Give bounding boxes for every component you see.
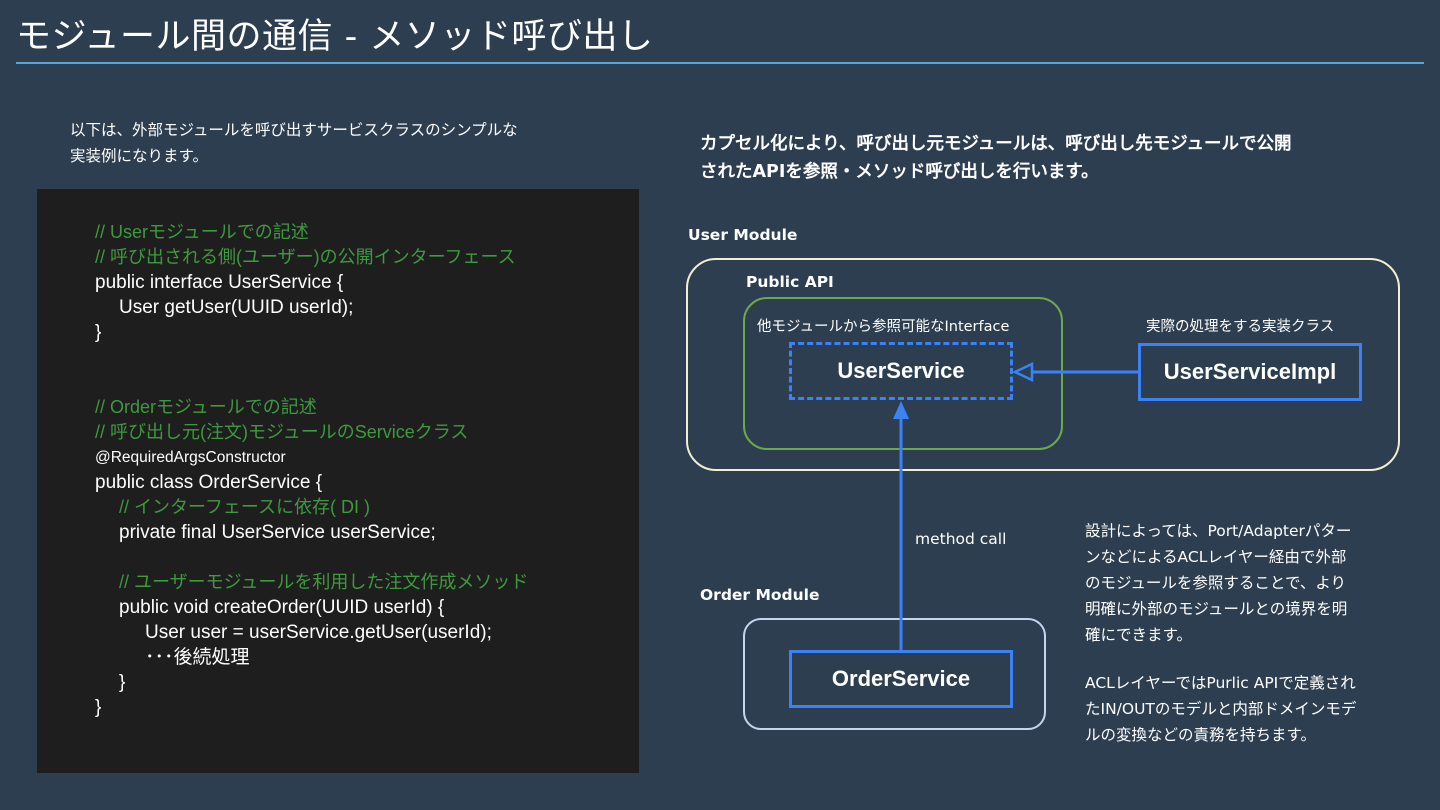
lead-line: カプセル化により、呼び出し元モジュールは、呼び出し先モジュールで公開	[700, 134, 1292, 154]
code-comment: // Orderモジュールでの記述	[95, 397, 317, 417]
public-api-box	[743, 297, 1063, 450]
code-comment: // 呼び出される側(ユーザー)の公開インターフェース	[95, 247, 516, 267]
intro-text: 以下は、外部モジュールを呼び出すサービスクラスのシンプルな 実装例になります。	[70, 117, 630, 169]
order-module-label: Order Module	[700, 586, 820, 604]
code-line: }	[95, 322, 102, 343]
impl-caption: 実際の処理をする実装クラス	[1146, 319, 1335, 335]
side-note-line: 確にできます。	[1085, 626, 1192, 644]
side-note-line: ACLレイヤーではPurlic APIで定義され	[1085, 674, 1356, 692]
code-line: User user = userService.getUser(userId);	[145, 622, 492, 643]
side-note-line: ンなどによるACLレイヤー経由で外部	[1085, 548, 1347, 566]
code-comment: // ユーザーモジュールを利用した注文作成メソッド	[119, 572, 529, 592]
order-service-node: OrderService	[789, 650, 1013, 708]
code-annotation: @RequiredArgsConstructor	[95, 449, 286, 466]
method-call-label: method call	[915, 530, 1007, 548]
user-service-impl-node: UserServiceImpl	[1138, 343, 1362, 401]
code-block: // Userモジュールでの記述 // 呼び出される側(ユーザー)の公開インター…	[95, 220, 528, 720]
code-line: public void createOrder(UUID userId) {	[119, 597, 445, 618]
code-line: }	[95, 697, 102, 718]
user-module-box	[686, 258, 1400, 471]
code-line: public class OrderService {	[95, 472, 323, 493]
intro-line: 実装例になります。	[70, 147, 208, 165]
code-line: ･･･後続処理	[145, 647, 250, 668]
code-line: }	[119, 672, 126, 693]
intro-line: 以下は、外部モジュールを呼び出すサービスクラスのシンプルな	[70, 121, 518, 139]
code-line: User getUser(UUID userId);	[119, 297, 354, 318]
public-api-label: Public API	[746, 273, 834, 291]
page-title: モジュール間の通信 - メソッド呼び出し	[16, 17, 654, 57]
interface-caption: 他モジュールから参照可能なInterface	[757, 319, 1010, 335]
side-note-line: ルの変換などの責務を持ちます。	[1085, 726, 1316, 744]
code-panel	[37, 189, 639, 773]
order-module-box	[743, 618, 1046, 730]
side-note-line: 明確に外部のモジュールとの境界を明	[1085, 600, 1348, 618]
code-line: public interface UserService {	[95, 272, 344, 293]
side-note-line: たIN/OUTのモデルと内部ドメインモデ	[1085, 700, 1357, 718]
user-service-node: UserService	[789, 342, 1013, 400]
lead-line: されたAPIを参照・メソッド呼び出しを行います。	[700, 162, 1099, 182]
title-divider	[16, 62, 1424, 64]
code-comment: // インターフェースに依存( DI )	[119, 497, 371, 517]
side-note-line: 設計によっては、Port/Adapterパター	[1085, 522, 1352, 540]
lead-text: カプセル化により、呼び出し元モジュールは、呼び出し先モジュールで公開 されたAP…	[700, 130, 1400, 186]
side-note: 設計によっては、Port/Adapterパター ンなどによるACLレイヤー経由で…	[1085, 518, 1415, 748]
side-note-line: のモジュールを参照することで、より	[1085, 574, 1347, 592]
code-comment: // 呼び出し元(注文)モジュールのServiceクラス	[95, 422, 469, 442]
user-module-label: User Module	[688, 226, 798, 244]
code-line: private final UserService userService;	[119, 522, 436, 543]
code-comment: // Userモジュールでの記述	[95, 222, 309, 242]
